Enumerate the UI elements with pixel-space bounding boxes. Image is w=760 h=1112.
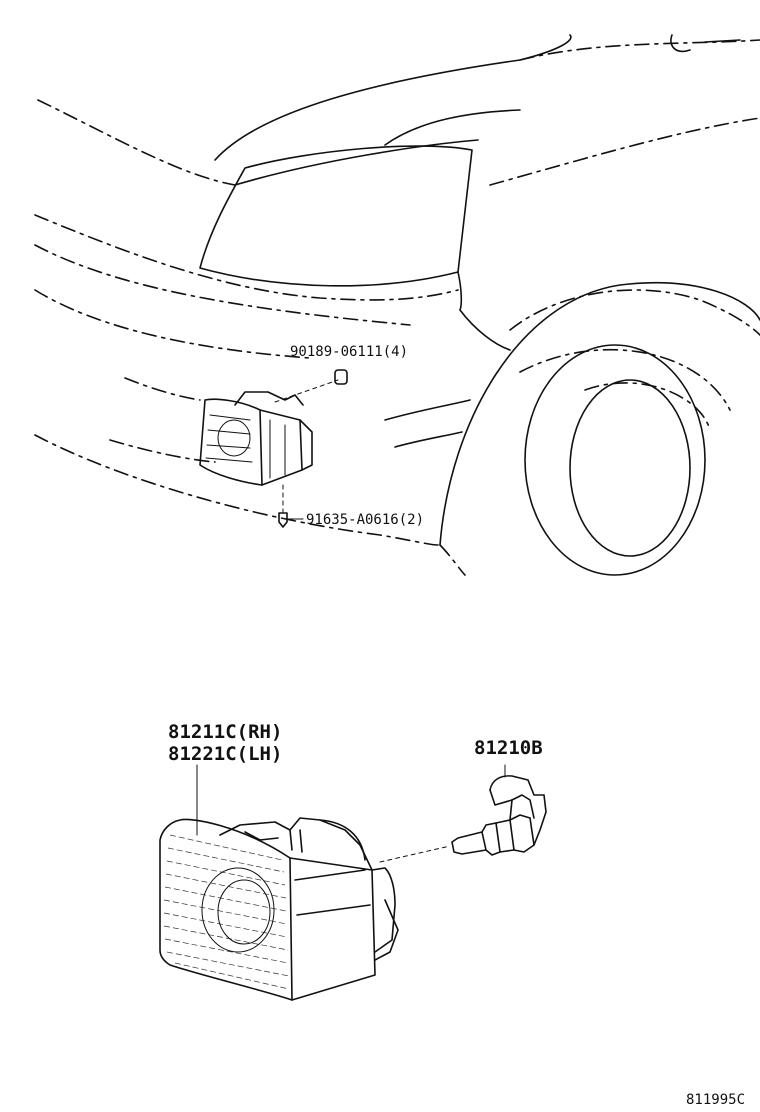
- lamp-lh-part-number: 81221C(LH): [168, 743, 282, 765]
- bulb-drawing: [451, 764, 547, 856]
- screw-part-number: 91635-A0616(2): [306, 512, 424, 528]
- bulb-part-number: 81210B: [474, 737, 543, 759]
- car-body-outline: [34, 34, 760, 576]
- lamp-rh-part-number: 81211C(RH): [168, 721, 282, 743]
- screw-icon: [278, 512, 288, 528]
- installed-fog-lamp-drawing: [199, 369, 348, 528]
- nut-part-number: 90189-06111(4): [290, 344, 408, 360]
- fog-lamp-assembly-drawing: [159, 764, 451, 1001]
- figure-id: 811995C: [686, 1092, 745, 1108]
- nut-icon: [334, 369, 348, 385]
